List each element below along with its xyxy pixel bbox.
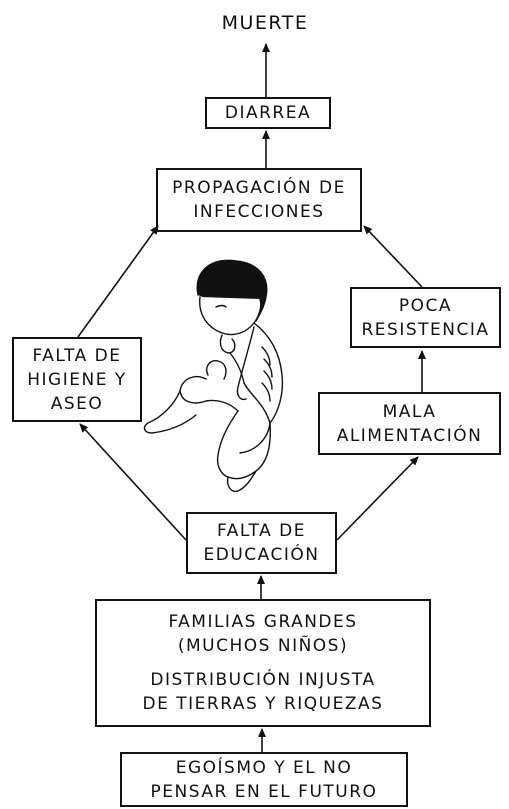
unjust-distribution-line-1: DISTRIBUCIÓN INJUSTA <box>150 670 376 690</box>
education-lack-line-1: FALTA DE <box>217 521 306 541</box>
poor-nutrition-line-2: ALIMENTACIÓN <box>336 425 483 446</box>
hygiene-lack-box: FALTA DE HIGIENE Y ASEO <box>12 337 142 422</box>
low-resistance-line-2: RESISTENCIA <box>361 319 490 340</box>
hygiene-lack-line-3: ASEO <box>50 393 104 414</box>
infection-spread-line-2: INFECCIONES <box>193 202 325 222</box>
root-causes-box: FAMILIAS GRANDES (MUCHOS NIÑOS) DISTRIBU… <box>95 599 431 727</box>
low-resistance-line-1: POCA <box>398 295 453 316</box>
large-families-line-2: (MUCHOS NIÑOS) <box>177 636 349 656</box>
poor-nutrition-box: MALA ALIMENTACIÓN <box>318 392 501 455</box>
selfishness-box: EGOÍSMO Y EL NO PENSAR EN EL FUTURO <box>120 752 408 807</box>
selfishness-line-1: EGOÍSMO Y EL NO <box>175 757 353 778</box>
poor-nutrition-line-1: MALA <box>382 401 437 422</box>
hygiene-lack-line-2: HIGIENE Y <box>27 369 127 390</box>
arrow-hygiene-to-infection <box>77 225 159 338</box>
large-families-line-1: FAMILIAS GRANDES <box>168 612 358 632</box>
arrow-education-to-hygiene <box>79 423 187 541</box>
infection-spread-line-1: PROPAGACIÓN DE <box>172 178 346 198</box>
hygiene-lack-line-1: FALTA DE <box>32 345 122 366</box>
diarrhea-text: DIARREA <box>224 103 312 123</box>
diarrhea-box: DIARREA <box>205 97 331 129</box>
death-label: MUERTE <box>221 12 309 34</box>
arrow-resistance-to-infection <box>363 225 423 288</box>
unjust-distribution-line-2: DE TIERRAS Y RIQUEZAS <box>142 694 384 714</box>
low-resistance-box: POCA RESISTENCIA <box>350 287 501 348</box>
arrow-education-to-nutrition <box>336 456 419 541</box>
selfishness-line-2: PENSAR EN EL FUTURO <box>150 781 378 802</box>
infection-spread-box: PROPAGACIÓN DE INFECCIONES <box>156 168 362 232</box>
education-lack-line-2: EDUCACIÓN <box>203 545 320 565</box>
malnourished-child-illustration <box>143 259 284 493</box>
education-lack-box: FALTA DE EDUCACIÓN <box>186 512 337 574</box>
